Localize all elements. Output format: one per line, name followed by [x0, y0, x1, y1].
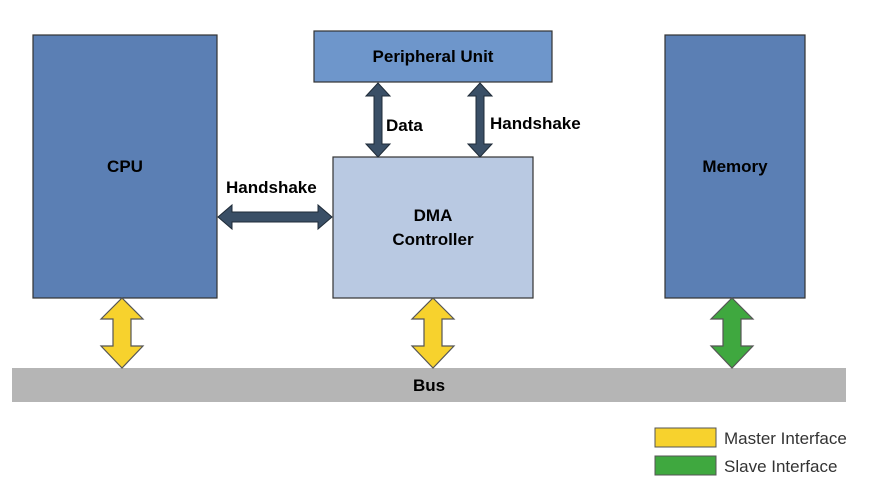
handshake-cpu-arrow [217, 203, 333, 231]
memory-label: Memory [702, 157, 768, 176]
dma-label-line2: Controller [392, 230, 474, 249]
cpu-bus-master-arrow [99, 297, 145, 369]
peripheral-unit-label: Peripheral Unit [373, 47, 494, 66]
handshake-peripheral-arrow [466, 82, 494, 158]
dma-controller-block [332, 156, 534, 299]
cpu-label: CPU [107, 157, 143, 176]
dma-label-line1: DMA [414, 206, 453, 225]
handshake-cpu-label: Handshake [226, 178, 317, 197]
peripheral-unit-block [313, 30, 553, 83]
legend-master-swatch [654, 427, 717, 448]
cpu-block [32, 34, 218, 299]
bus-label: Bus [413, 376, 445, 395]
dma-bus-master-arrow [410, 297, 456, 369]
bus-bar [12, 368, 846, 402]
memory-bus-slave-arrow [709, 297, 755, 369]
handshake-peripheral-label: Handshake [490, 114, 581, 133]
legend-slave-swatch [654, 455, 717, 476]
legend-master-label: Master Interface [724, 429, 847, 448]
data-arrow [364, 82, 392, 158]
data-label: Data [386, 116, 423, 135]
legend-slave-label: Slave Interface [724, 457, 837, 476]
memory-block [664, 34, 806, 299]
